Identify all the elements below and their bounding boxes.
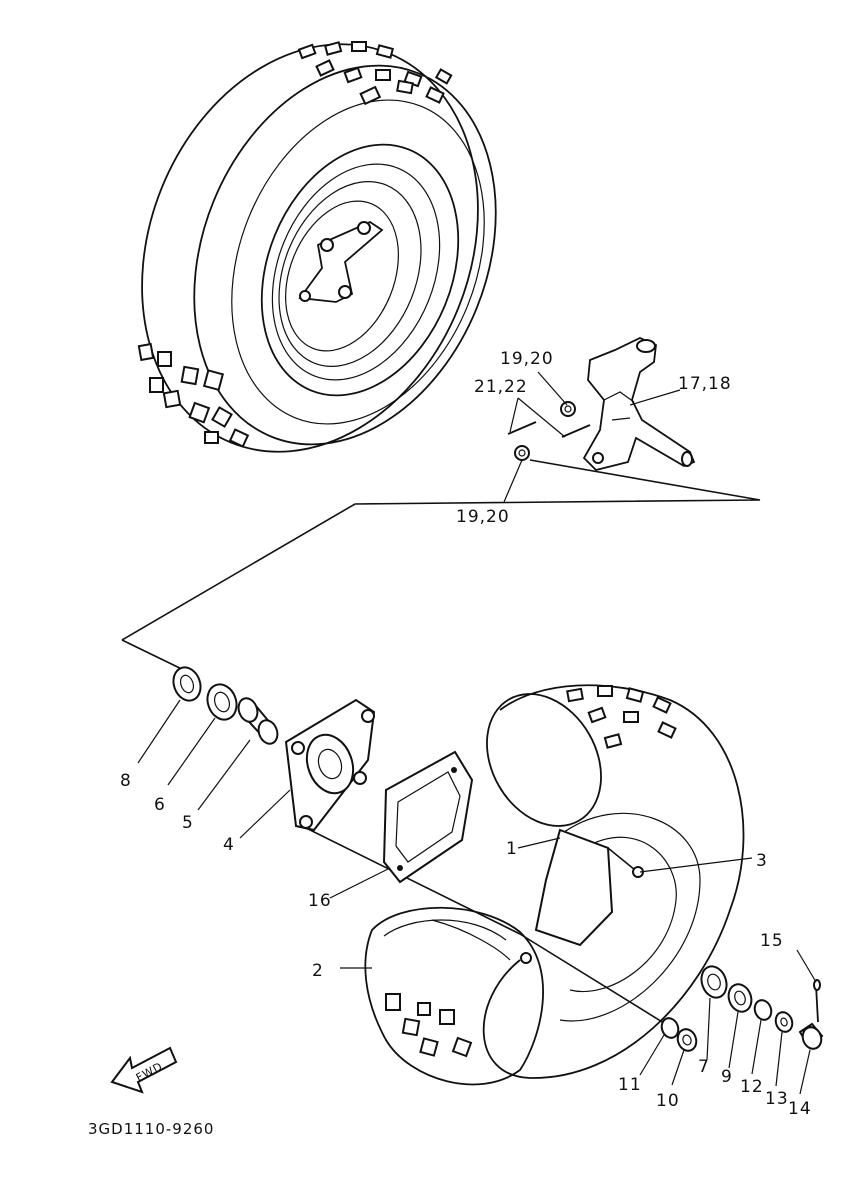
- label-3: 3: [756, 851, 768, 871]
- bearing-7: [700, 965, 728, 999]
- label-6: 6: [154, 795, 166, 815]
- nut-10: [676, 1028, 698, 1052]
- label-5: 5: [182, 813, 194, 833]
- label-14: 14: [788, 1099, 812, 1119]
- cotter-pins: [507, 421, 591, 438]
- oil-seal-9: [727, 983, 753, 1013]
- label-17-18: 17,18: [678, 374, 732, 394]
- axle-nut-14: [798, 1022, 824, 1050]
- washer-13: [774, 1011, 794, 1033]
- fwd-arrow-icon: FWD: [110, 1046, 178, 1094]
- label-8: 8: [120, 771, 132, 791]
- rim-outer-2: [364, 906, 544, 1086]
- leader-lines: [137, 371, 817, 1095]
- bearing-6: [206, 683, 238, 721]
- tread-blocks-top: [297, 41, 453, 106]
- label-1: 1: [506, 839, 518, 859]
- diagram-code: 3GD1110-9260: [88, 1120, 214, 1138]
- castle-nut-upper: [560, 401, 576, 417]
- hub-4: [284, 698, 376, 832]
- callout-labels: 19,20 21,22 17,18 19,20 8 6 5 4 16 1 3 2…: [120, 349, 812, 1119]
- spacer-5: [237, 697, 279, 745]
- gasket-16: [382, 750, 474, 884]
- rim-inner-3: [534, 828, 644, 947]
- label-15: 15: [760, 931, 784, 951]
- tire-1: [482, 684, 745, 1079]
- label-7: 7: [698, 1057, 710, 1077]
- label-13: 13: [765, 1089, 789, 1109]
- oil-seal-8: [172, 666, 202, 702]
- assembled-wheel: [137, 41, 497, 453]
- label-2: 2: [312, 961, 324, 981]
- label-16: 16: [308, 891, 332, 911]
- label-19-20-top: 19,20: [500, 349, 554, 369]
- label-9: 9: [721, 1067, 733, 1087]
- assembly-reference-lines: [121, 459, 761, 1029]
- label-12: 12: [740, 1077, 764, 1097]
- label-4: 4: [223, 835, 235, 855]
- castle-nut-lower: [514, 445, 530, 461]
- tread-blocks-bottom: [137, 342, 250, 448]
- label-21-22: 21,22: [474, 377, 528, 397]
- bolt-15: [813, 979, 821, 1023]
- washer-12: [753, 999, 773, 1021]
- label-19-20-bottom: 19,20: [456, 507, 510, 527]
- washer-11: [660, 1017, 680, 1039]
- label-10: 10: [656, 1091, 680, 1111]
- label-11: 11: [618, 1075, 642, 1095]
- steering-knuckle: [582, 337, 696, 471]
